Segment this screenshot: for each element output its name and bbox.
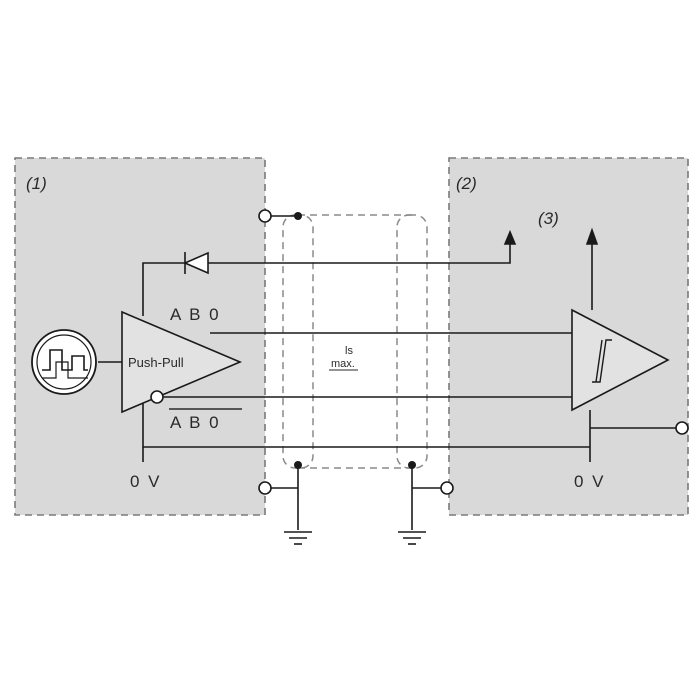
- cable-length-label-1: ls: [345, 345, 353, 357]
- top-junction-dot: [294, 212, 302, 220]
- cable-shield-left: [282, 214, 314, 469]
- module-2-panel: [448, 157, 689, 516]
- bottom-left-ground-wire: [271, 465, 299, 530]
- ground-icon-right: [398, 531, 426, 545]
- output-terminal[interactable]: [675, 421, 689, 435]
- driver-label: Push-Pull: [128, 355, 184, 370]
- bottom-right-ground-wire: [411, 465, 441, 530]
- signals-top-label: A B 0: [170, 305, 221, 324]
- zero-volt-line-left: [142, 385, 590, 462]
- inverted-output-bubble: [150, 390, 164, 404]
- ref-3-label: (3): [538, 209, 559, 228]
- bottom-right-junction-dot: [408, 461, 416, 469]
- signals-bottom-label: A B 0: [170, 413, 221, 432]
- bottom-right-terminal[interactable]: [440, 481, 454, 495]
- module-1-label: (1): [26, 174, 47, 193]
- diode-icon: [182, 251, 209, 275]
- supply-arrow-right: [585, 227, 599, 310]
- zero-volt-left-label: 0 V: [130, 472, 162, 491]
- zero-volt-right-label: 0 V: [574, 472, 606, 491]
- bottom-left-junction-dot: [294, 461, 302, 469]
- top-terminal[interactable]: [258, 209, 272, 223]
- bottom-left-terminal[interactable]: [258, 481, 272, 495]
- zero-volt-line-right: [589, 410, 678, 462]
- hysteresis-icon: [592, 339, 612, 383]
- cable-length-label-2: max.: [331, 358, 355, 370]
- schmitt-receiver: [571, 308, 670, 412]
- supply-line: [142, 229, 517, 316]
- cable-shield-right: [396, 214, 428, 469]
- ground-icon-left: [284, 531, 312, 545]
- module-2-label: (2): [456, 174, 477, 193]
- pulse-generator-icon: [31, 329, 97, 395]
